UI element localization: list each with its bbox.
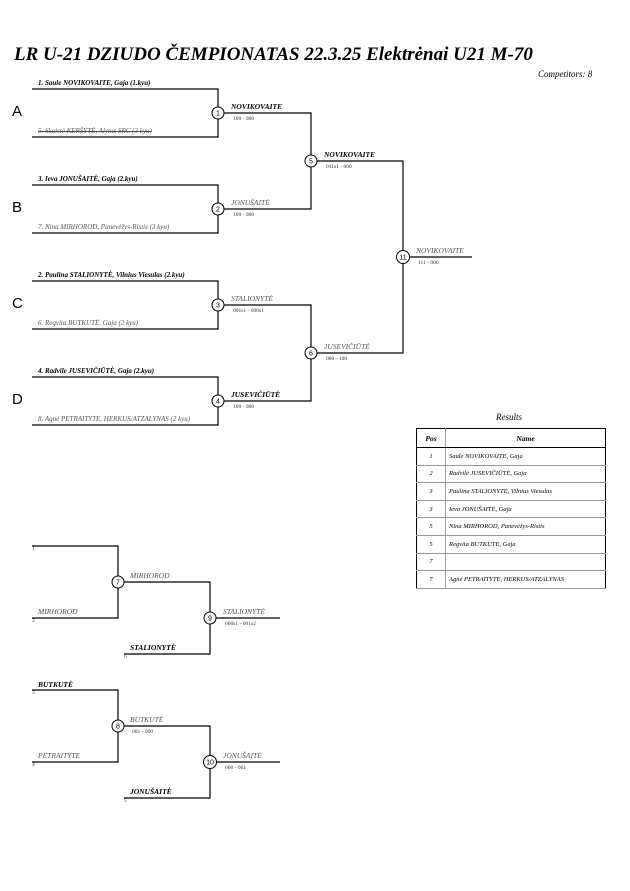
- match-6-score: 000 - 100: [326, 356, 348, 362]
- match-5-winner: NOVIKOVAITE: [324, 150, 376, 159]
- match-9-winner: STALIONYTĖ: [223, 607, 265, 616]
- match-circle-11: [396, 250, 410, 264]
- entrant-3: 3. Ieva JONUŠAITĖ, Gaja (2.kyu): [38, 175, 138, 183]
- match-circle-7: [111, 575, 125, 589]
- result-name: Ieva JONUŠAITĖ, Gaja: [445, 500, 606, 519]
- entrant-5: 5. Skaistė KERŠYTĖ, Alytus SRC (3 kyu): [38, 127, 152, 135]
- match-circle-5: [304, 154, 318, 168]
- match-4-score: 100 - 000: [233, 404, 255, 410]
- match-6-winner: JUSEVIČIŪTĖ: [324, 342, 370, 351]
- match-circle-4: [211, 394, 225, 408]
- match-4-winner: JUSEVIČIŪTĖ: [231, 390, 281, 399]
- rep1-top-seed: 1: [32, 546, 35, 552]
- result-name: Saule NOVIKOVAITE, Gaja: [445, 447, 606, 466]
- rep1-mid-name: MIRHOROD: [38, 607, 78, 616]
- pool-label-b: B: [12, 199, 23, 216]
- match-number-1: 1: [216, 111, 220, 118]
- match-number-7: 7: [116, 580, 120, 587]
- entrant-6: 6. Regvita BUTKUTĖ, Gaja (2 kyu): [38, 319, 139, 327]
- match-1-score: 100 - 000: [233, 116, 255, 122]
- result-pos: 7: [416, 553, 446, 572]
- rep2-mid-seed: 4: [32, 762, 35, 768]
- entrant-2: 2. Paulina STALIONYTĖ, Vilnius Viesulas …: [38, 271, 185, 279]
- pool-label-a: A: [12, 103, 23, 120]
- result-pos: 2: [416, 465, 446, 484]
- rep2-top-seed: 3: [32, 690, 35, 696]
- match-number-10: 10: [206, 760, 214, 767]
- match-number-5: 5: [309, 159, 313, 166]
- rep2-bottom-name: JONUŠAITĖ: [130, 787, 172, 796]
- match-1-winner: NOVIKOVAITE: [231, 102, 283, 111]
- match-circle-8: [111, 719, 125, 733]
- result-name: Nina MIRHOROD, Panevėžys-Ristis: [445, 517, 606, 536]
- entrant-1: 1. Saule NOVIKOVAITE, Gaja (1.kyu): [38, 79, 151, 87]
- match-number-8: 8: [116, 724, 120, 731]
- match-7-winner: MIRHOROD: [130, 571, 170, 580]
- entrant-7: 7. Nina MIRHOROD, Panevėžys-Ristis (3 ky…: [38, 223, 170, 231]
- results-col-name: Name: [445, 428, 606, 448]
- result-pos: 5: [416, 535, 446, 554]
- match-circle-9: [203, 611, 217, 625]
- final-score: 111 - 000: [418, 260, 439, 266]
- result-pos: 1: [416, 447, 446, 466]
- entrant-8: 8. Agnė PETRAITYTE, HERKUS/ATZALYNAS (2 …: [38, 415, 191, 423]
- match-circle-2: [211, 202, 225, 216]
- match-8-winner: BUTKUTĖ: [130, 715, 164, 724]
- match-9-score: 000s1 - 001s2: [225, 621, 256, 627]
- result-name: Agnė PETRAITYTE, HERKUS/ATZALYNAS: [445, 570, 606, 589]
- match-number-2: 2: [216, 207, 220, 214]
- match-number-3: 3: [216, 303, 220, 310]
- match-10-score: 000 - 001: [225, 765, 247, 771]
- match-3-winner: STALIONYTĖ: [231, 294, 273, 303]
- result-pos: 5: [416, 517, 446, 536]
- pool-label-c: C: [12, 295, 23, 312]
- rep1-bottom-seed: 6: [124, 654, 127, 660]
- rep2-mid-name: PETRAITYTE: [38, 751, 81, 760]
- result-pos: 7: [416, 570, 446, 589]
- rep1-mid-seed: 2: [32, 618, 35, 624]
- match-10-winner: JONUŠAITĖ: [223, 751, 262, 760]
- rep1-bottom-name: STALIONYTĖ: [130, 643, 176, 652]
- match-number-11: 11: [399, 255, 406, 262]
- match-number-4: 4: [216, 399, 220, 406]
- result-pos: 3: [416, 500, 446, 519]
- final-winner: NOVIKOVAITE: [416, 246, 464, 255]
- match-5-score: 011s1 - 000: [326, 164, 352, 170]
- result-name: Paulina STALIONYTĖ, Vilnius Viesulas: [445, 482, 606, 501]
- match-number-9: 9: [208, 616, 212, 623]
- result-pos: 3: [416, 482, 446, 501]
- match-circle-1: [211, 106, 225, 120]
- results-title: Results: [496, 412, 522, 422]
- rep2-top-name: BUTKUTĖ: [38, 680, 74, 689]
- match-8-score: 001 - 000: [132, 729, 154, 735]
- match-circle-6: [304, 346, 318, 360]
- match-circle-3: [211, 298, 225, 312]
- competitors-count: Competitors: 8: [538, 69, 593, 79]
- page-title: LR U-21 DZIUDO ČEMPIONATAS 22.3.25 Elekt…: [14, 44, 533, 65]
- match-3-score: 001s1 - 000s1: [233, 308, 264, 314]
- result-name: [445, 553, 606, 572]
- match-circle-10: [203, 755, 217, 769]
- match-2-winner: JONUŠAITĖ: [231, 198, 270, 207]
- result-name: Radvilė JUSEVIČIŪTĖ, Gaja: [445, 465, 606, 484]
- rep2-bottom-seed: 5: [124, 798, 127, 804]
- results-header-row: Pos Name: [416, 428, 606, 448]
- match-2-score: 100 - 000: [233, 212, 255, 218]
- results-col-pos: Pos: [416, 428, 446, 448]
- entrant-4: 4. Radvile JUSEVIČIŪTĖ, Gaja (2.kyu): [38, 367, 155, 375]
- result-name: Regvita BUTKUTĖ, Gaja: [445, 535, 606, 554]
- match-number-6: 6: [309, 351, 313, 358]
- table-row: 7: [416, 553, 606, 572]
- pool-label-d: D: [12, 391, 23, 408]
